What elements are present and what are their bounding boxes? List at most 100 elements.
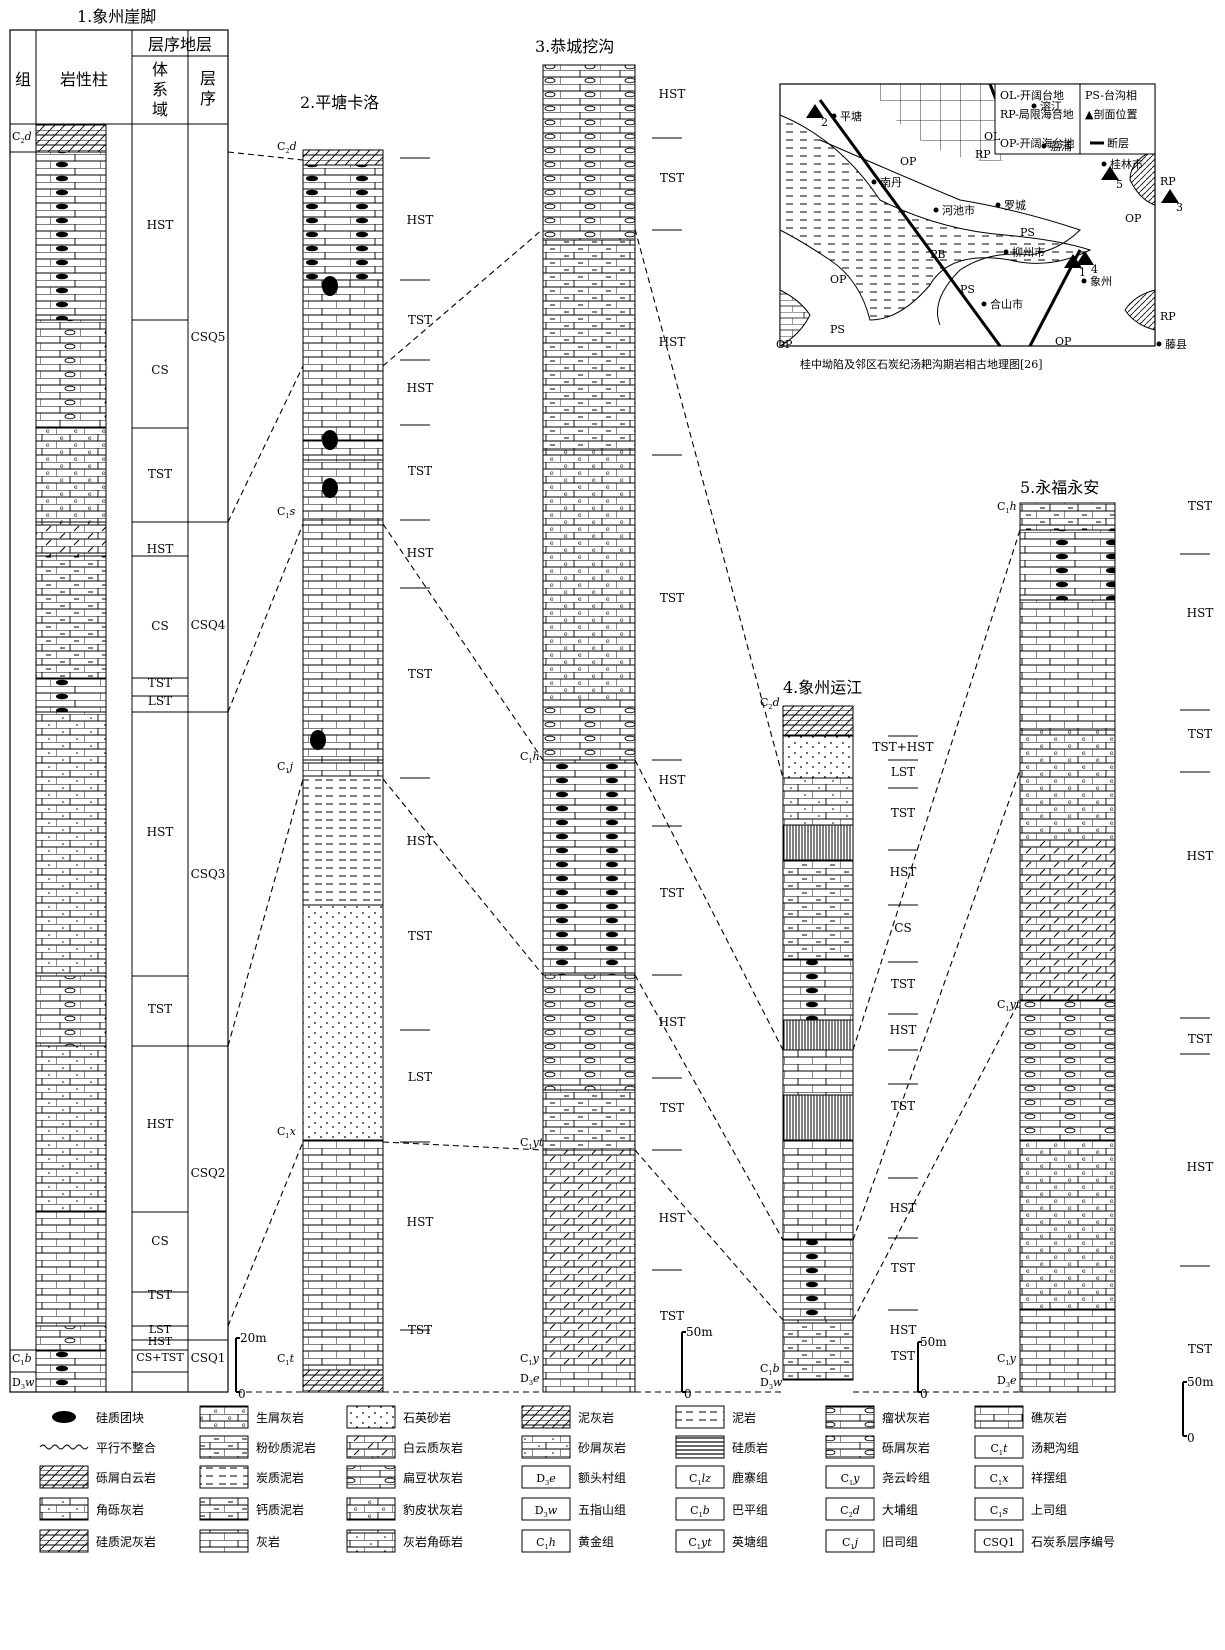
formation-label: C1h — [997, 500, 1017, 515]
section-2-bed — [302, 1139, 384, 1331]
formation-label: C1b — [12, 1352, 32, 1367]
systems-tract-label: TST — [408, 667, 432, 681]
systems-tract-label: HST — [890, 865, 917, 879]
systems-tract-label: HST — [659, 335, 686, 349]
systems-tract-label: TST — [1188, 499, 1212, 513]
map-site-number: 1 — [1079, 266, 1086, 279]
systems-tract-label: TST — [660, 171, 684, 185]
legend-swatch — [199, 1435, 249, 1459]
legend-swatch — [199, 1497, 249, 1521]
legend-swatch — [346, 1435, 396, 1459]
systems-tract-label: HST — [1187, 1160, 1214, 1174]
section-3-bed — [542, 699, 636, 761]
correlation-line — [382, 523, 544, 761]
map-zone-label: PS — [960, 283, 975, 296]
section-1-bed — [35, 319, 107, 429]
legend-label: 炭质泥岩 — [256, 1470, 304, 1485]
section-2-bed — [302, 459, 384, 521]
header-sequence: 层 — [200, 69, 216, 88]
map-city-dot — [995, 202, 1001, 208]
systems-tract-label: HST — [890, 1323, 917, 1337]
section-1-bed — [35, 123, 107, 153]
legend-label: 钙质泥岩 — [256, 1502, 304, 1517]
formation-label: C1y — [841, 1472, 861, 1487]
section-2-bed — [302, 759, 384, 777]
section-3-bed — [542, 759, 636, 976]
map-place: 溶江 — [1040, 99, 1062, 113]
section-1-bed — [35, 1325, 107, 1351]
section-4-bed — [782, 1019, 854, 1051]
legend-swatch — [39, 1529, 89, 1553]
map-zone-label: OP — [1125, 212, 1142, 225]
map-legend-item: RP-局限海台地 — [1000, 107, 1074, 121]
systems-tract-label: TST — [148, 467, 172, 481]
correlation-line — [227, 778, 304, 1047]
formation-label: C1s — [990, 1504, 1009, 1519]
correlation-line — [382, 228, 544, 367]
formation-label: C1yt — [688, 1536, 712, 1551]
systems-tract-label: HST — [407, 381, 434, 395]
section-2-bed — [302, 1329, 384, 1371]
legend-label: 上司组 — [1031, 1503, 1067, 1517]
systems-tract-label: HST — [147, 1117, 174, 1131]
systems-tract-label: TST — [891, 806, 915, 820]
map-site-number: 2 — [821, 116, 828, 129]
legend-label: 扁豆状灰岩 — [403, 1470, 463, 1485]
correlation-line — [634, 1149, 784, 1321]
legend-swatch — [346, 1497, 396, 1521]
systems-tract-label: HST — [659, 1211, 686, 1225]
correlation-line — [227, 523, 304, 713]
header-systems-tract: 域 — [152, 100, 168, 119]
nodule-mark — [310, 730, 326, 750]
legend-label: 瘤状灰岩 — [882, 1410, 930, 1425]
map-caption: 桂中坳陷及邻区石炭纪汤耙沟期岩相古地理图[26] — [800, 357, 1043, 371]
legend-code-box — [825, 1465, 875, 1489]
map-zone-label: RP — [1160, 175, 1176, 188]
map-city-dot — [1156, 341, 1162, 347]
formation-label: D3w — [12, 1376, 35, 1391]
systems-tract-label: TST+HST — [873, 740, 934, 754]
legend-label: 汤耙沟组 — [1031, 1441, 1079, 1455]
systems-tract-label: TST — [891, 1261, 915, 1275]
legend-label: 礁灰岩 — [1031, 1410, 1067, 1425]
map-zone-label: PS — [1020, 226, 1035, 239]
systems-tract-label: TST — [660, 1101, 684, 1115]
legend-swatch — [199, 1465, 249, 1489]
scale-bottom: 0 — [920, 1387, 928, 1401]
systems-tract-label: TST — [148, 1288, 172, 1302]
scale-bar — [1182, 1381, 1187, 1437]
legend-swatch — [346, 1405, 396, 1429]
map-site-triangle — [1101, 166, 1119, 180]
map-legend-item: OP-开阔海台地 — [1000, 136, 1075, 150]
map-ps-boundary — [819, 139, 1081, 326]
formation-label: C2d — [12, 130, 32, 145]
formation-label: C1y — [997, 1352, 1017, 1367]
map-legend-item: 断层 — [1107, 136, 1129, 150]
map-place: 桂林市 — [1110, 157, 1143, 171]
header-systems-tract: 系 — [152, 80, 168, 99]
formation-label: C1b — [690, 1504, 710, 1519]
legend-code-box — [974, 1529, 1024, 1553]
section-4-bed — [782, 777, 854, 826]
correlation-line — [227, 151, 304, 161]
systems-tract-label: HST — [147, 218, 174, 232]
section-1-bed — [35, 711, 107, 977]
systems-tract-label: HST — [890, 1201, 917, 1215]
section-4-bed — [782, 1049, 854, 1096]
formation-label: C1yt — [997, 998, 1021, 1013]
legend-label: 黄金组 — [578, 1534, 614, 1549]
section-1-bed — [35, 521, 107, 557]
labels: 组岩性柱层序地层体系域层序1.象州崖脚2.平塘卡洛3.恭城挖沟4.象州运江5.永… — [12, 7, 1214, 1445]
scale-bottom: 0 — [238, 1387, 246, 1401]
legend-label: 生屑灰岩 — [256, 1410, 304, 1425]
legend-swatch — [521, 1435, 571, 1459]
map-zone-rp — [779, 289, 811, 347]
scale-top: 50m — [920, 1335, 947, 1349]
map-place: 罗城 — [1004, 199, 1026, 212]
formation-label: C1x — [990, 1472, 1010, 1487]
systems-tract-label: TST — [891, 1349, 915, 1363]
correlation-line — [852, 769, 1021, 1241]
legend-label: 大埔组 — [882, 1503, 918, 1517]
legend-label: 砂屑灰岩 — [578, 1440, 626, 1455]
